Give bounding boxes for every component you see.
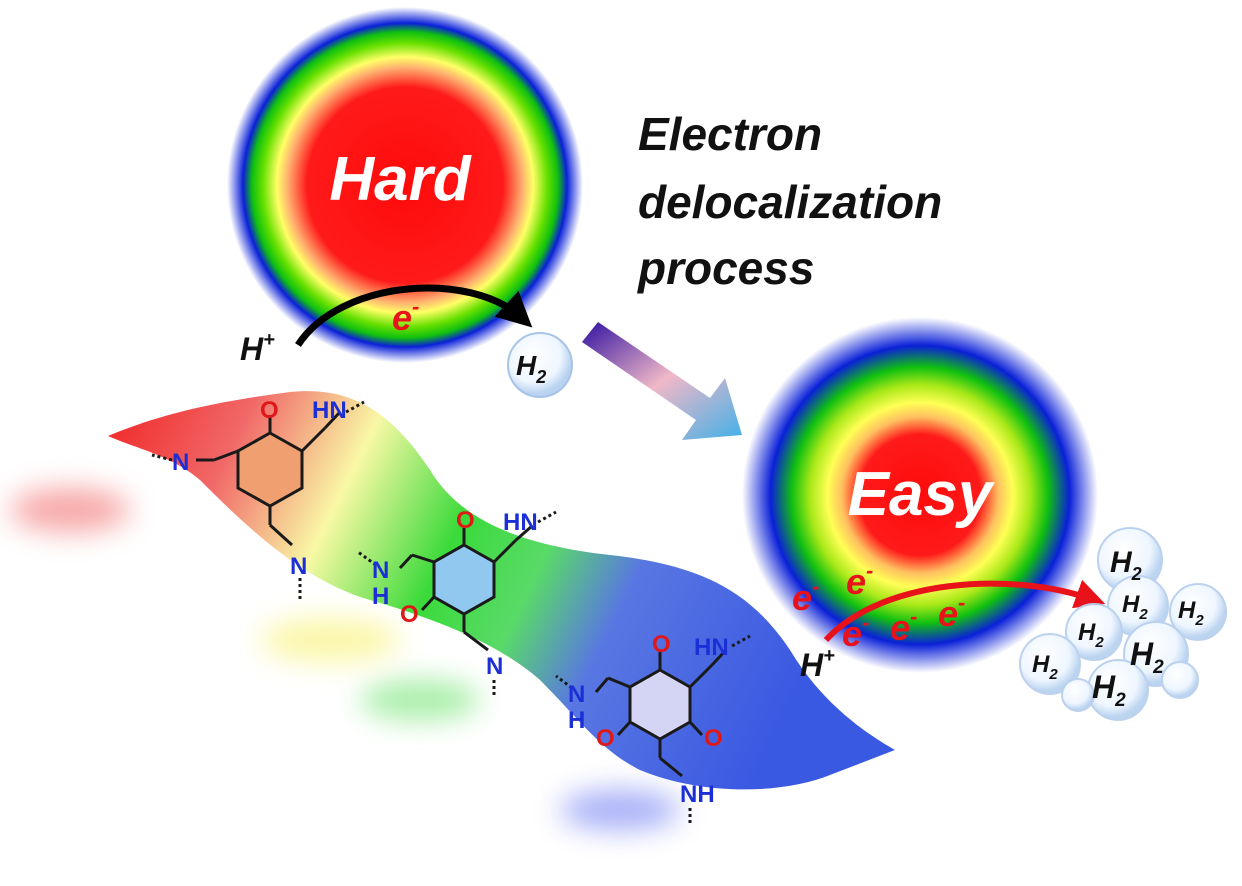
electron-3: e- [842, 610, 869, 654]
molecule-2-ring [432, 543, 496, 616]
title: Electron delocalization process [636, 108, 942, 294]
molecule-1-n-bottom: N [290, 553, 307, 580]
molecule-3-hn: HN [694, 634, 729, 661]
molecule-3-nh: NH [680, 781, 715, 808]
left-proton: H+ [240, 329, 275, 367]
molecule-2-n-bottom: N [486, 653, 503, 680]
h2-label-1: H2 [1110, 546, 1142, 584]
h2-label-7: H2 [1092, 669, 1126, 711]
sphere-easy-label: Easy [848, 460, 996, 529]
h2-label-3: H2 [1178, 597, 1204, 629]
transition-arrow [582, 322, 742, 440]
molecule-1-n-left: N [172, 449, 189, 476]
title-line-3: process [636, 242, 814, 294]
electron-1: e- [792, 574, 819, 618]
molecule-2 [357, 510, 557, 698]
electron-5: e- [938, 590, 965, 634]
left-electron-arrow [295, 284, 533, 347]
left-h2: H2 [516, 350, 546, 387]
electron-4: e- [890, 604, 917, 648]
h2-labels: H2 H2 H2 H2 H2 H2 H2 [1032, 546, 1204, 711]
molecule-3-h: H [568, 707, 585, 734]
h2-label-6: H2 [1032, 651, 1058, 683]
h2-bubble-cluster [1019, 527, 1227, 721]
title-line-1: Electron [638, 108, 822, 160]
right-proton: H+ [800, 645, 835, 683]
molecule-1-ring [236, 431, 304, 508]
molecule-1-hn: HN [312, 397, 347, 424]
molecule-3 [555, 634, 751, 826]
sphere-easy: Easy [742, 317, 1098, 673]
h2-label-2: H2 [1122, 591, 1148, 623]
h2-label-4: H2 [1078, 619, 1104, 651]
molecule-2-n: N [372, 557, 389, 584]
sphere-hard: Hard [227, 7, 583, 363]
left-electron: e- [392, 294, 419, 338]
molecule-2-hn: HN [503, 509, 538, 536]
electron-2: e- [846, 558, 873, 602]
left-h2-bubble [507, 332, 573, 398]
molecule-3-ring [628, 668, 692, 741]
molecule-2-h: H [372, 583, 389, 610]
right-electron-arrow [823, 579, 1106, 643]
molecule-3-atoms: O O O HN N H NH [568, 631, 729, 808]
molecule-3-o-left: O [596, 725, 615, 752]
molecule-1-o: O [260, 397, 279, 424]
title-line-2: delocalization [638, 176, 942, 228]
right-reaction: H+ e- e- e- e- e- H2 H2 H2 H2 H2 H2 [792, 527, 1227, 721]
molecule-3-n: N [568, 681, 585, 708]
molecule-2-atoms: O O HN N H N [372, 507, 538, 680]
gradient-ribbon [108, 391, 895, 790]
molecule-1 [151, 400, 365, 600]
h2-label-5: H2 [1130, 636, 1164, 678]
left-reaction: H+ e- H2 [240, 284, 573, 398]
sphere-hard-label: Hard [329, 145, 471, 214]
molecule-2-o-top: O [456, 507, 475, 534]
ribbon-reflection [10, 488, 680, 830]
right-electrons: e- e- e- e- e- [792, 558, 965, 654]
molecule-3-o-right: O [704, 725, 723, 752]
molecule-1-atoms: O HN N N [172, 397, 347, 580]
molecule-2-o-left: O [400, 601, 419, 628]
molecule-3-o-top: O [652, 631, 671, 658]
